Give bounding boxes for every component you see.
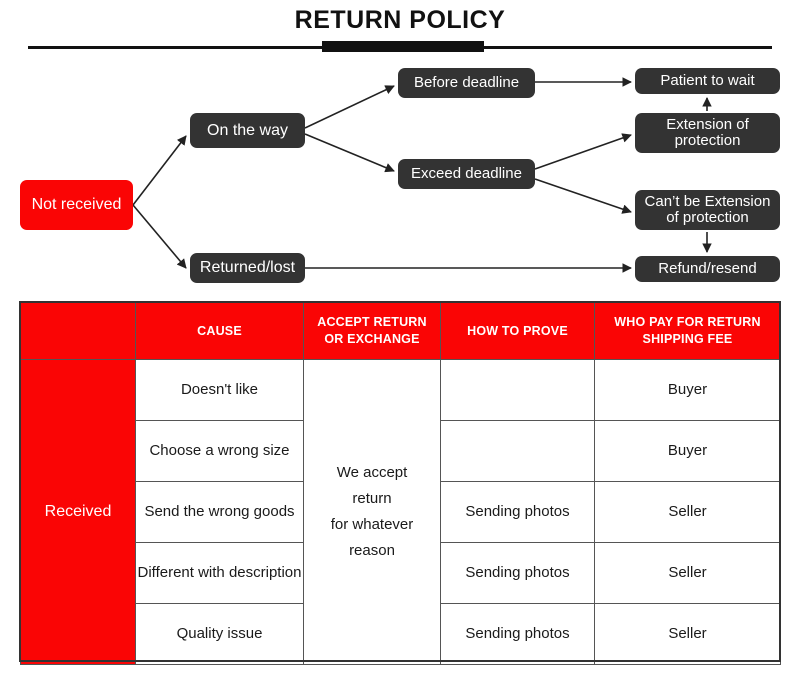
cell-cause: Send the wrong goods [135,481,304,543]
cell-cause: Quality issue [135,603,304,665]
page-title: RETURN POLICY [294,6,506,34]
flow-node-patient-to-wait[interactable]: Patient to wait [635,68,780,94]
cell-who-pays: Seller [594,603,781,665]
cell-how-to-prove: Sending photos [440,542,595,604]
flow-node-returned-lost[interactable]: Returned/lost [190,253,305,283]
cell-cause: Choose a wrong size [135,420,304,482]
flow-node-not-received[interactable]: Not received [20,180,133,230]
table-row: Send the wrong goods Sending photos Sell… [21,481,781,543]
table-header-row: CAUSE ACCEPT RETURN OR EXCHANGE HOW TO P… [20,302,781,360]
table-header-how-to-prove: HOW TO PROVE [440,302,595,360]
cell-cause: Doesn't like [135,359,304,421]
flow-node-extension-of-protection[interactable]: Extension of protection [635,113,780,153]
flow-node-refund-resend[interactable]: Refund/resend [635,256,780,282]
table-row: Quality issue Sending photos Seller [21,603,781,665]
who-pay-line-1: WHO PAY FOR RETURN [614,315,761,330]
table-header-who-pay-for-return-shipping-fee: WHO PAY FOR RETURN SHIPPING FEE [594,302,781,360]
accept-text-line-4: reason [349,542,395,560]
table-row: Different with description Sending photo… [21,542,781,604]
row-group-label-received: Received [20,359,136,665]
cell-how-to-prove [440,359,595,421]
return-policy-table: CAUSE ACCEPT RETURN OR EXCHANGE HOW TO P… [20,302,781,665]
accept-text-line-1: We accept [336,463,408,481]
flow-node-cant-be-extension-of-protection[interactable]: Can’t be Extension of protection [635,190,780,230]
title-divider-accent [322,41,484,52]
accept-return-line-2: OR EXCHANGE [324,332,420,346]
cell-who-pays: Buyer [594,359,781,421]
table-row: Received Doesn't like We accept return f… [20,359,781,665]
table-header-corner [20,302,136,360]
cell-who-pays: Seller [594,542,781,604]
flow-node-before-deadline[interactable]: Before deadline [398,68,535,98]
table-header-cause: CAUSE [135,302,304,360]
flowchart-connectors [132,77,712,273]
flow-node-exceed-deadline[interactable]: Exceed deadline [398,159,535,189]
accept-text-line-3: for whatever [330,516,414,533]
cell-how-to-prove: Sending photos [440,481,595,543]
cell-accept-return-or-exchange: We accept return for whatever reason [303,359,441,665]
cell-who-pays: Seller [594,481,781,543]
accept-return-line-1: ACCEPT RETURN [317,315,427,330]
flow-node-on-the-way[interactable]: On the way [190,113,305,148]
who-pay-line-2: SHIPPING FEE [642,332,733,346]
cell-cause: Different with description [135,542,304,604]
table-header-accept-return-or-exchange: ACCEPT RETURN OR EXCHANGE [303,302,441,360]
return-policy-flowchart: Not received On the way Returned/lost Be… [0,56,800,292]
cell-how-to-prove [440,420,595,482]
table-row: Choose a wrong size Buyer [21,420,781,482]
cell-who-pays: Buyer [594,420,781,482]
accept-text-line-2: return [352,489,392,507]
cell-how-to-prove: Sending photos [440,603,595,665]
title-bar: RETURN POLICY [0,0,800,56]
